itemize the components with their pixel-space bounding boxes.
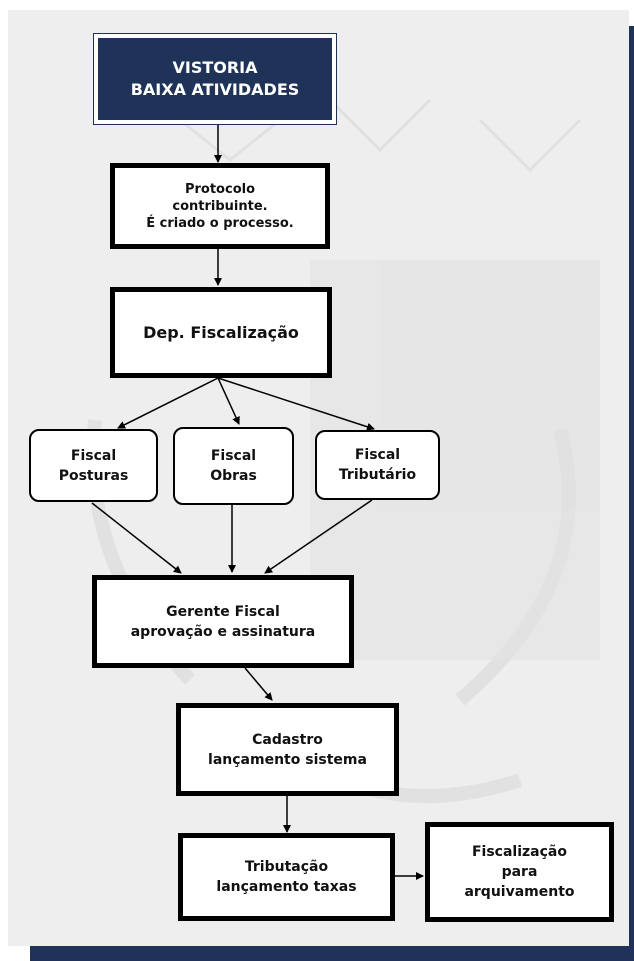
node-label: Tributação lançamento taxas <box>216 859 357 895</box>
arrow-tributario-gerente <box>264 499 373 574</box>
arrow-dep-obras <box>217 377 240 425</box>
node-dep-fiscalizacao: Dep. Fiscalização <box>110 287 332 378</box>
arrow-dep-posturas <box>117 377 219 429</box>
node-label: Protocolo contribuinte. É criado o proce… <box>146 181 294 231</box>
node-fiscalizacao-arquivamento: Fiscalização para arquivamento <box>425 822 614 922</box>
node-label: Dep. Fiscalização <box>143 323 299 342</box>
node-fiscal-posturas: Fiscal Posturas <box>29 429 158 502</box>
node-gerente-fiscal: Gerente Fiscal aprovação e assinatura <box>92 575 354 668</box>
node-tributacao: Tributação lançamento taxas <box>178 833 395 921</box>
node-cadastro: Cadastro lançamento sistema <box>176 703 399 796</box>
node-label: Fiscal Posturas <box>58 447 129 484</box>
node-fiscal-obras: Fiscal Obras <box>173 427 294 505</box>
bottom-border-bar <box>30 946 634 961</box>
node-vistoria-baixa-atividades: VISTORIA BAIXA ATIVIDADES <box>93 33 337 125</box>
node-protocolo: Protocolo contribuinte. É criado o proce… <box>110 163 330 249</box>
node-label: Gerente Fiscal aprovação e assinatura <box>130 603 316 640</box>
node-label: Fiscal Obras <box>210 448 257 484</box>
node-label: VISTORIA BAIXA ATIVIDADES <box>130 58 300 99</box>
arrow-posturas-gerente <box>91 502 182 574</box>
node-label: Fiscal Tributário <box>338 447 417 483</box>
node-fiscal-tributario: Fiscal Tributário <box>315 430 440 500</box>
arrow-dep-tributario <box>217 377 375 431</box>
node-label: Fiscalização para arquivamento <box>464 844 575 900</box>
arrow-gerente-cadastro <box>244 667 273 701</box>
right-border-bar <box>629 26 634 961</box>
node-label: Cadastro lançamento sistema <box>208 731 367 768</box>
